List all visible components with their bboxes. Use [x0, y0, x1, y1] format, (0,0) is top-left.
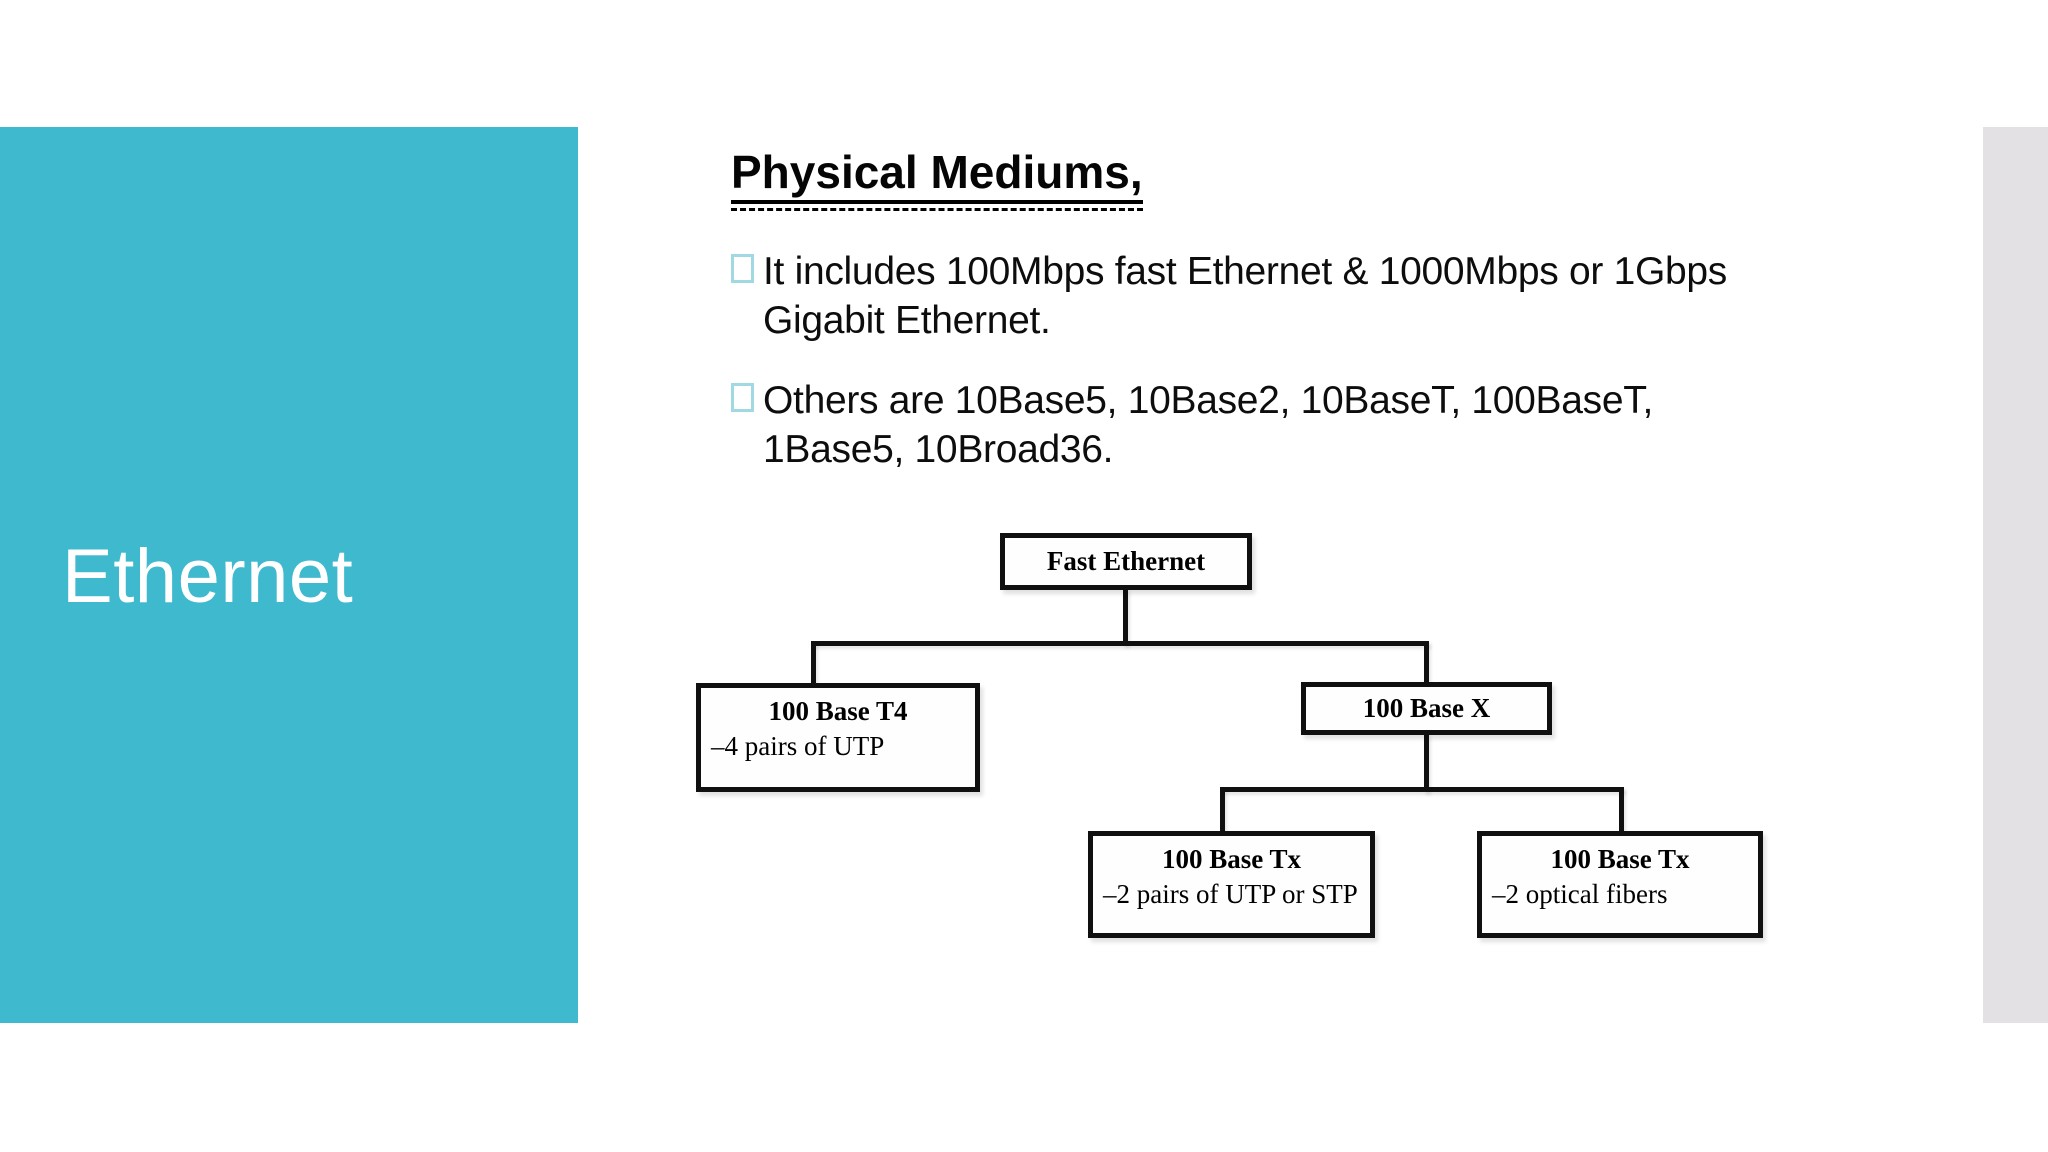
bullet-list: It includes 100Mbps fast Ethernet & 1000…	[731, 247, 1911, 474]
bullet-item: It includes 100Mbps fast Ethernet & 1000…	[731, 247, 1911, 345]
connector-fast-to-bus	[1123, 588, 1128, 645]
node-100-base-t4: 100 Base T4 –4 pairs of UTP	[696, 683, 980, 792]
heading-wrap: Physical Mediums,	[731, 148, 1143, 212]
connector-x-to-bus	[1424, 733, 1429, 792]
bullet-text: It includes 100Mbps fast Ethernet & 1000…	[763, 247, 1727, 345]
node-title: 100 Base Tx	[1161, 844, 1302, 874]
slide-title: Ethernet	[62, 534, 354, 619]
bullet-square-icon	[731, 254, 754, 284]
bullet-line: It includes 100Mbps fast Ethernet & 1000…	[763, 250, 1727, 294]
bullet-line: Gigabit Ethernet.	[763, 299, 1051, 343]
bullet-square-icon	[731, 383, 754, 413]
node-title: 100 Base T4	[768, 696, 908, 726]
node-100-base-x: 100 Base X	[1301, 682, 1552, 735]
node-100-base-tx-fiber: 100 Base Tx –2 optical fibers	[1477, 831, 1763, 938]
node-title: 100 Base X	[1362, 693, 1491, 724]
connector-bus-to-t4	[811, 641, 816, 687]
connector-bus-to-x	[1424, 641, 1429, 686]
bullet-line: 1Base5, 10Broad36.	[763, 428, 1114, 472]
section-heading: Physical Mediums,	[731, 148, 1143, 205]
node-100-base-tx-utp: 100 Base Tx –2 pairs of UTP or STP	[1088, 831, 1375, 938]
node-fast-ethernet: Fast Ethernet	[1000, 533, 1252, 590]
node-subtitle: –2 optical fibers	[1492, 879, 1668, 910]
bullet-line: Others are 10Base5, 10Base2, 10BaseT, 10…	[763, 379, 1653, 423]
connector-level1-bus	[811, 641, 1429, 646]
connector-bus-to-tx2	[1619, 787, 1624, 835]
connector-level2-bus	[1220, 787, 1624, 792]
node-subtitle: –4 pairs of UTP	[711, 731, 885, 762]
node-subtitle: –2 pairs of UTP or STP	[1103, 879, 1358, 910]
content-area: Physical Mediums, It includes 100Mbps fa…	[731, 148, 1911, 505]
node-title: 100 Base Tx	[1550, 844, 1690, 874]
heading-dashed-underline	[731, 208, 1143, 212]
right-edge-strip	[1983, 127, 2048, 1023]
node-title: Fast Ethernet	[1046, 546, 1206, 577]
bullet-item: Others are 10Base5, 10Base2, 10BaseT, 10…	[731, 376, 1911, 474]
bullet-text: Others are 10Base5, 10Base2, 10BaseT, 10…	[763, 376, 1653, 474]
title-panel: Ethernet	[0, 127, 578, 1023]
connector-bus-to-tx1	[1220, 787, 1225, 835]
